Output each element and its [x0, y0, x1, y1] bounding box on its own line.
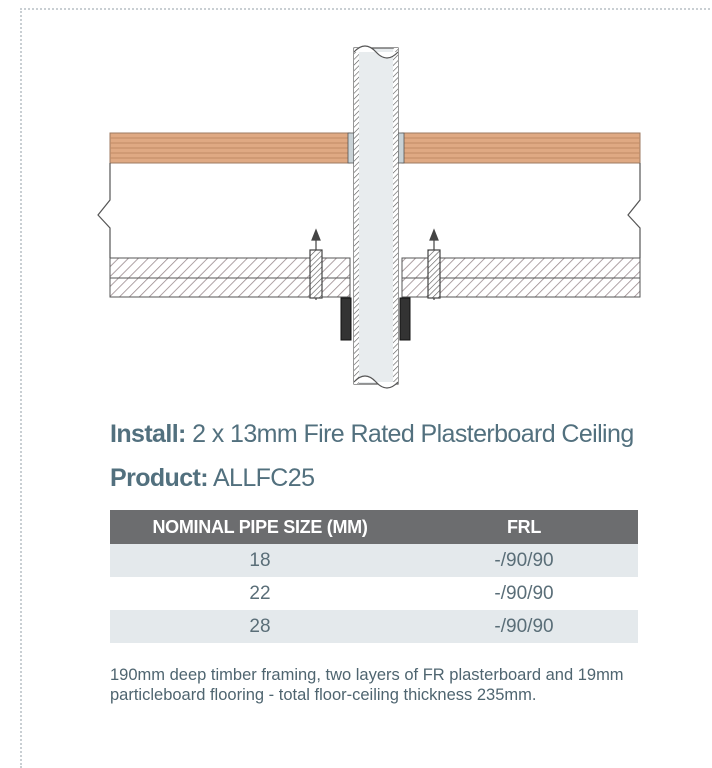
copper-pipe	[353, 45, 399, 389]
pipe-size-cell: 22	[249, 582, 271, 604]
install-text: 2 x 13mm Fire Rated Plasterboard Ceiling	[192, 420, 634, 448]
table-row: 28 -/90/90	[110, 610, 638, 643]
fixing-screws	[309, 228, 441, 300]
plasterboard-ceiling	[109, 257, 641, 298]
frl-cell: -/90/90	[494, 582, 554, 604]
pipe-size-cell: 18	[110, 544, 410, 577]
frl-cell: -/90/90	[410, 610, 638, 643]
product-line: Product: ALLFC25	[110, 464, 315, 493]
product-code: ALLFC25	[212, 464, 315, 492]
dotted-border-top	[20, 8, 710, 10]
frl-table: NOMINAL PIPE SIZE (MM) FRL 18 -/90/90 22…	[110, 510, 638, 643]
intumescent-sleeve	[340, 297, 411, 341]
dotted-border-left	[20, 8, 22, 768]
framing-cavity	[97, 163, 641, 258]
table-header-row: NOMINAL PIPE SIZE (MM) FRL	[110, 510, 638, 544]
construction-note: 190mm deep timber framing, two layers of…	[110, 666, 624, 704]
table-row: 22 -/90/90	[110, 577, 638, 610]
header-frl: FRL	[410, 510, 638, 544]
pipe-size-cell: 28	[110, 610, 410, 643]
frl-cell: -/90/90	[410, 544, 638, 577]
product-label: Product:	[110, 464, 209, 492]
floor-boards	[109, 132, 641, 164]
table-row: 18 -/90/90	[110, 544, 638, 577]
pipe-penetration-diagram	[97, 45, 641, 389]
install-label: Install:	[110, 420, 186, 448]
install-line: Install: 2 x 13mm Fire Rated Plasterboar…	[110, 420, 634, 449]
header-pipe-size: NOMINAL PIPE SIZE (MM)	[110, 510, 410, 544]
